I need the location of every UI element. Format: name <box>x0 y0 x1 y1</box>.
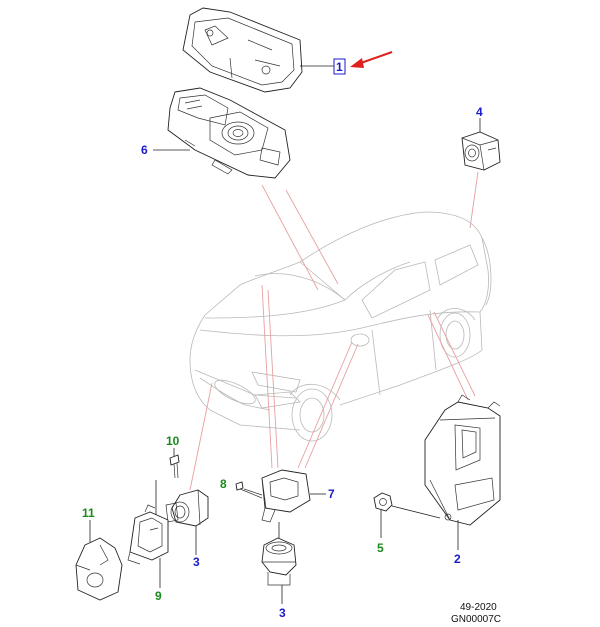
callout-2-label: 2 <box>454 552 461 566</box>
part-cover-11 <box>75 537 123 601</box>
callout-11-label: 11 <box>82 506 95 520</box>
callout-1-box <box>333 58 346 75</box>
part-rear-camera <box>461 131 501 171</box>
callout-3-label: 3 <box>193 555 200 569</box>
callout-1: 1 <box>333 58 346 75</box>
callout-9-label: 9 <box>155 589 162 603</box>
part-nut <box>373 492 441 519</box>
callout-1-label: 1 <box>336 60 343 74</box>
callout-5-label: 5 <box>377 541 384 555</box>
vehicle-outline <box>189 211 492 442</box>
reference-number: 49-2020 <box>460 602 497 613</box>
part-bracket-9 <box>127 504 169 565</box>
highlight-arrow <box>350 51 393 68</box>
part-screw-8 <box>235 481 263 499</box>
part-screw-10 <box>169 454 180 479</box>
callout-7-label: 7 <box>328 487 335 501</box>
callout-10-label: 10 <box>166 434 180 448</box>
reference-code: GN00007C <box>451 614 501 625</box>
callout-3-lower-label: 3 <box>279 606 286 620</box>
part-side-camera <box>261 522 297 586</box>
part-centre-bracket <box>261 469 311 523</box>
callout-6-label: 6 <box>141 143 148 157</box>
highlight-arrow-shaft <box>357 51 393 65</box>
callout-4-label: 4 <box>476 105 483 119</box>
location-lines <box>189 171 479 491</box>
part-cover-plate <box>182 7 303 93</box>
highlight-arrow-head <box>350 58 364 68</box>
part-control-module <box>424 394 501 526</box>
part-front-camera <box>165 489 209 527</box>
part-camera-housing <box>167 87 291 179</box>
callout-8-label: 8 <box>220 477 227 491</box>
